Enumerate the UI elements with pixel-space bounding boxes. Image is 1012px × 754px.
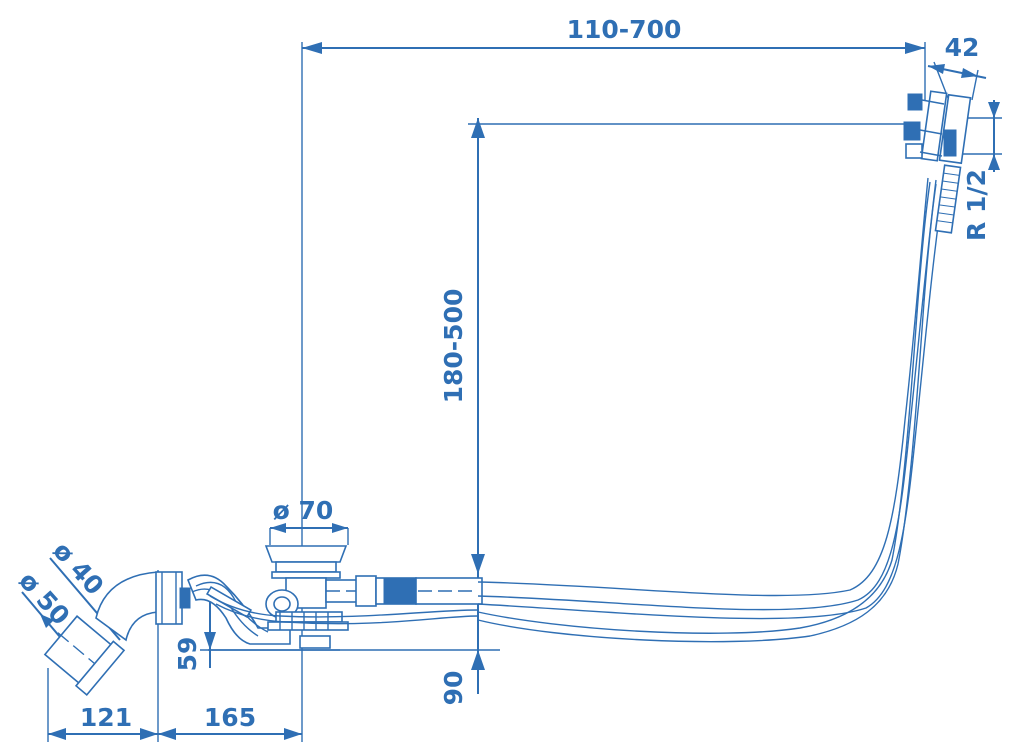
dimension-r-half: R 1/2 (952, 100, 1002, 241)
arrowhead-left (270, 523, 286, 533)
arrowhead-right (284, 728, 302, 740)
arrowhead-right (332, 523, 348, 533)
drain-flange (271, 571, 341, 579)
dimension-42: 42 (927, 33, 987, 101)
outlet-nut-thread (179, 587, 191, 609)
dimension-diameter-70: ø 70 (269, 496, 349, 545)
dimension-label-59: 59 (173, 637, 202, 672)
connection-pipe (325, 575, 483, 607)
drain-lock-nut (267, 621, 349, 631)
extension-line-b (971, 69, 979, 101)
threaded-coupling-thread (383, 577, 417, 605)
outlet-elbow (43, 571, 191, 696)
arrowhead-bottom (204, 632, 216, 650)
overflow-hose-sleeve (934, 164, 962, 234)
overflow-thread (943, 129, 957, 157)
flexible-overflow-hose (209, 177, 945, 643)
dimension-label-r-half: R 1/2 (962, 169, 991, 241)
outlet-nut (155, 571, 183, 625)
arrowhead-left (928, 64, 945, 74)
outlet-socket-ring (74, 640, 126, 696)
arrowhead-bottom (988, 154, 1000, 170)
dimension-165: 165 (158, 560, 303, 742)
dimension-label-42: 42 (945, 33, 980, 62)
drain-plug-disc (264, 545, 348, 563)
dimension-label-121: 121 (80, 703, 132, 732)
arrowhead-bottom (471, 554, 485, 574)
arrowhead-right (905, 42, 925, 54)
overflow-knob-bottom (905, 143, 923, 159)
overflow-knob-top (907, 93, 923, 111)
dimension-110-700: 110-700 (301, 15, 926, 560)
dimension-label-110-700: 110-700 (567, 15, 682, 44)
dimension-180-500: 180-500 (439, 118, 905, 574)
dimension-label-90: 90 (439, 671, 468, 706)
arrowhead-right (961, 68, 978, 78)
arrowhead-left (302, 42, 322, 54)
coupling-nut (355, 575, 377, 607)
overflow-head (903, 90, 972, 234)
arrowhead-left (48, 728, 66, 740)
overflow-knob-mid (903, 121, 921, 141)
arrowhead-top (988, 102, 1000, 118)
drain-plug-stem (275, 561, 337, 573)
arrowhead-left (158, 728, 176, 740)
dimension-59: 59 (173, 600, 216, 671)
dimension-label-diameter-70: ø 70 (273, 496, 334, 525)
arrowhead-bottom (471, 650, 485, 670)
arrowhead-top (471, 118, 485, 138)
arrowhead-right (140, 728, 158, 740)
arrowhead-diameter-50-a (40, 614, 54, 628)
drain-bottom-cap (299, 635, 331, 649)
dimension-label-165: 165 (204, 703, 256, 732)
dimension-label-180-500: 180-500 (439, 289, 468, 404)
overflow-cover (920, 90, 948, 162)
